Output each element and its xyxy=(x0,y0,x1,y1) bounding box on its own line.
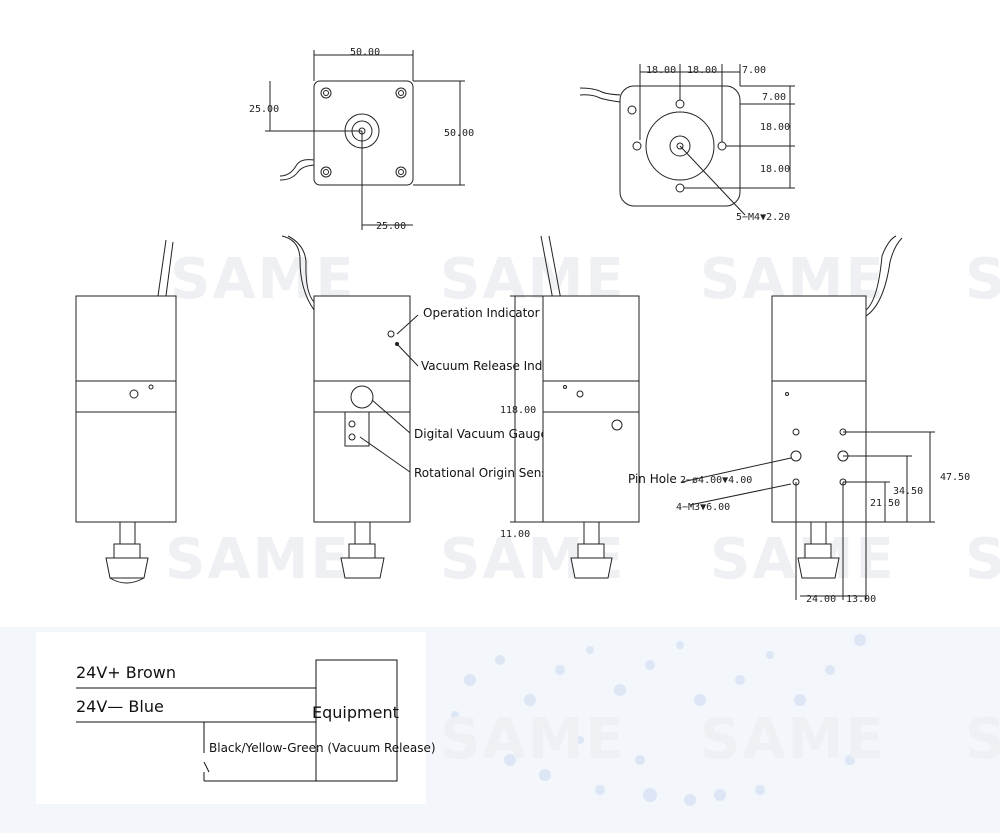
decorative-dots xyxy=(451,634,866,806)
top-view-right xyxy=(579,64,795,216)
dim-h3: 21.50 xyxy=(870,498,900,509)
dim-body-height: 118.00 xyxy=(500,405,536,416)
rotational-origin-sensor-label: Rotational Origin Sensor xyxy=(414,466,560,480)
dim-v3: 18.00 xyxy=(760,164,790,175)
dim-h2: 34.50 xyxy=(893,486,923,497)
pin-hole-label: Pin Hole xyxy=(628,472,677,486)
dim-d1: 18.00 xyxy=(646,65,676,76)
side-view-2 xyxy=(281,235,419,579)
side-view-1 xyxy=(75,239,177,584)
watermark: SAME xyxy=(700,707,886,772)
digital-vacuum-gauge-label: Digital Vacuum Gauge xyxy=(414,427,548,441)
watermark: SAME xyxy=(165,527,351,592)
thread-callout: 5−M4▼2.20 xyxy=(736,212,790,223)
equipment-label: Equipment xyxy=(312,703,399,722)
side-view-3 xyxy=(510,235,640,579)
watermark: SAME xyxy=(965,707,1000,772)
dim-offset-y: 25.00 xyxy=(249,104,279,115)
top-view-left xyxy=(265,50,465,230)
watermark: SAME xyxy=(965,247,1000,312)
side-view-4 xyxy=(681,235,935,600)
thread-spec: 4−M3▼6.00 xyxy=(676,502,730,513)
dim-w2: 13.00 xyxy=(846,594,876,605)
watermark: SAME xyxy=(965,527,1000,592)
dim-shaft: 11.00 xyxy=(500,529,530,540)
dim-offset-x: 25.00 xyxy=(376,221,406,232)
wire-blue-label: 24V— Blue xyxy=(76,697,164,716)
dim-v2: 18.00 xyxy=(760,122,790,133)
dim-w1: 24.00 xyxy=(806,594,836,605)
dim-width: 50.00 xyxy=(350,47,380,58)
dim-d2: 18.00 xyxy=(687,65,717,76)
vacuum-release-indicator-label: Vacuum Release Indicator xyxy=(421,359,577,373)
operation-indicator-label: Operation Indicator xyxy=(423,306,540,320)
wire-brown-label: 24V+ Brown xyxy=(76,663,176,682)
watermark: SAME xyxy=(440,707,626,772)
wiring-diagram xyxy=(36,632,426,804)
dim-height: 50.00 xyxy=(444,128,474,139)
dim-d3: 7.00 xyxy=(742,65,766,76)
pin-spec: 2−ø4.00▼4.00 xyxy=(680,475,752,486)
dim-h1: 47.50 xyxy=(940,472,970,483)
signal-wire-label: Black/Yellow-Green (Vacuum Release) xyxy=(209,741,436,755)
dim-v1: 7.00 xyxy=(762,92,786,103)
